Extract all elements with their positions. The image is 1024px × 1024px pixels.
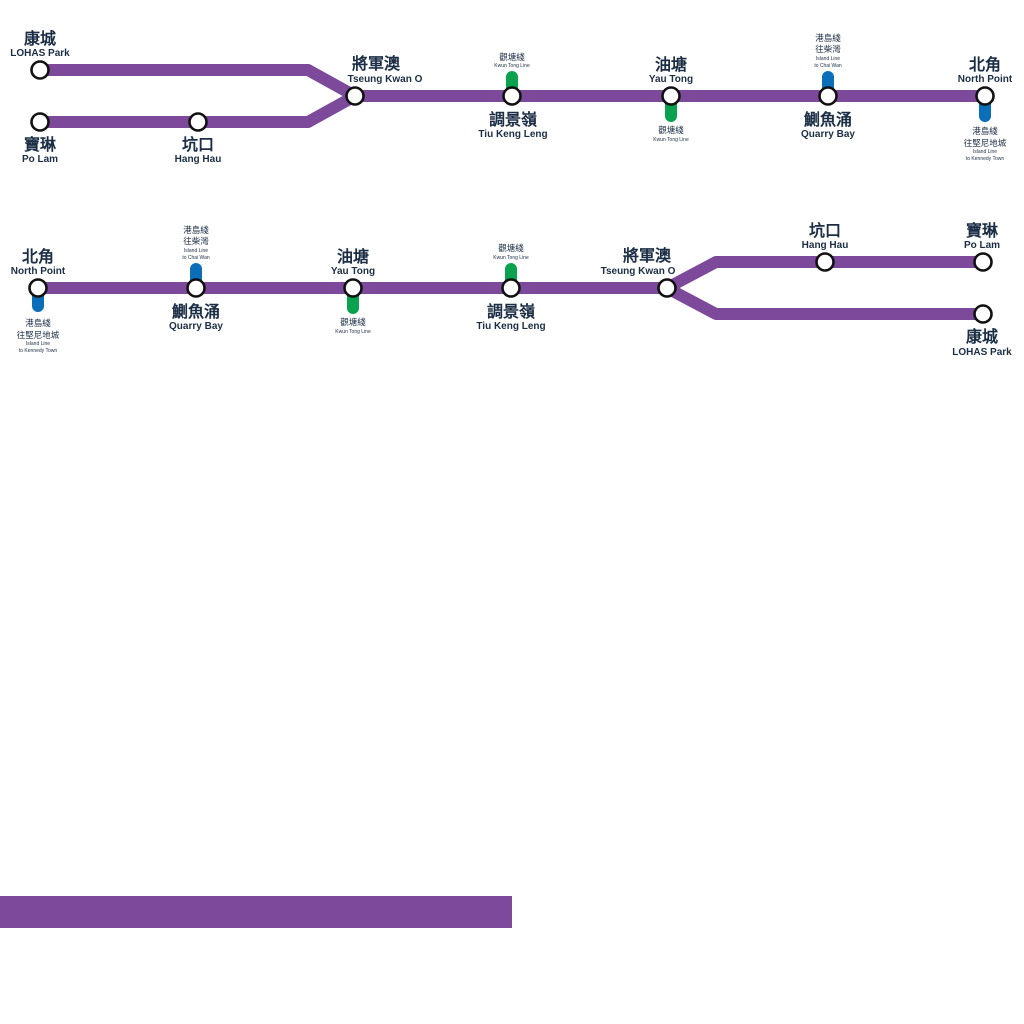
station-label-en: Yau Tong — [331, 266, 375, 277]
interchange-label-zh: 往柴灣 — [183, 236, 209, 247]
interchange-label-zh: 觀塘綫 — [498, 243, 524, 254]
interchange-label-en: Island Line — [973, 149, 997, 155]
station-label-en: Tseung Kwan O — [601, 266, 676, 277]
line-color-bar — [0, 896, 512, 928]
station-yau-tong[interactable] — [343, 278, 363, 298]
station-label-zh: 康城 — [24, 29, 56, 48]
station-tseung-kwan-o[interactable] — [657, 278, 677, 298]
station-quarry-bay[interactable] — [186, 278, 206, 298]
station-label-en: Po Lam — [22, 154, 58, 165]
station-lohas-park[interactable] — [973, 304, 993, 324]
station-label-en: LOHAS Park — [10, 48, 70, 59]
station-label-zh: 寶琳 — [966, 221, 999, 240]
station-label-en: Hang Hau — [175, 154, 222, 165]
station-north-point[interactable] — [975, 86, 995, 106]
station-label-zh: 北角 — [969, 55, 1001, 74]
interchange-label-en: to Kennedy Town — [966, 156, 1004, 162]
interchange-label-en: to Kennedy Town — [19, 348, 57, 354]
interchange-label-zh: 港島綫 — [25, 318, 51, 329]
station-north-point[interactable] — [28, 278, 48, 298]
interchange-label-zh: 觀塘綫 — [658, 125, 684, 136]
station-label-zh: 調景嶺 — [487, 302, 535, 321]
station-po-lam[interactable] — [30, 112, 50, 132]
station-tiu-keng-leng[interactable] — [502, 86, 522, 106]
interchange-label-zh: 港島綫 — [972, 126, 998, 137]
station-quarry-bay[interactable] — [818, 86, 838, 106]
diagram-westbound: 康城 LOHAS Park 寶琳 Po Lam 坑口 Hang Hau 將軍澳 … — [10, 29, 1013, 165]
station-label-zh: 鰂魚涌 — [803, 110, 852, 129]
station-label-en: Quarry Bay — [801, 129, 855, 140]
station-label-zh: 坑口 — [809, 221, 841, 240]
interchange-label-zh: 往柴灣 — [815, 44, 841, 55]
interchange-label-en: Island Line — [26, 341, 50, 347]
interchange-label-zh: 觀塘綫 — [499, 52, 525, 63]
interchange-label-zh: 往堅尼地城 — [964, 138, 1007, 149]
station-label-en: Hang Hau — [802, 240, 849, 251]
interchange-label-zh: 港島綫 — [815, 33, 841, 44]
station-label-en: Yau Tong — [649, 74, 693, 85]
interchange-label-zh: 港島綫 — [183, 225, 209, 236]
station-label-en: Tiu Keng Leng — [478, 129, 547, 140]
interchange-label-en: Kwun Tong Line — [653, 137, 689, 143]
station-po-lam[interactable] — [973, 252, 993, 272]
station-label-en: Tiu Keng Leng — [476, 321, 545, 332]
station-label-zh: 坑口 — [182, 135, 214, 154]
interchange-label-zh: 往堅尼地城 — [17, 330, 60, 341]
station-label-zh: 鰂魚涌 — [171, 302, 220, 321]
interchange-label-en: Kwun Tong Line — [493, 255, 529, 261]
station-tseung-kwan-o[interactable] — [345, 86, 365, 106]
interchange-label-en: Kwun Tong Line — [494, 63, 530, 69]
interchange-label-en: to Chai Wan — [182, 255, 210, 261]
station-label-zh: 油塘 — [337, 247, 369, 266]
station-label-en: Tseung Kwan O — [348, 74, 423, 85]
tko-line-branch-po-lam — [664, 256, 983, 294]
station-label-en: North Point — [958, 74, 1013, 85]
tko-line-branch-lohas — [664, 282, 983, 320]
station-label-zh: 康城 — [966, 327, 998, 346]
station-tiu-keng-leng[interactable] — [501, 278, 521, 298]
station-yau-tong[interactable] — [661, 86, 681, 106]
tko-line-branch-lohas — [40, 64, 358, 102]
station-hang-hau[interactable] — [815, 252, 835, 272]
station-hang-hau[interactable] — [188, 112, 208, 132]
station-label-zh: 將軍澳 — [352, 54, 401, 73]
station-label-zh: 將軍澳 — [623, 246, 672, 265]
diagram-eastbound: 北角 North Point 鰂魚涌 Quarry Bay 油塘 Yau Ton… — [11, 221, 1012, 358]
tko-line-branch-po-lam — [40, 90, 358, 128]
station-label-zh: 寶琳 — [24, 135, 57, 154]
station-label-zh: 油塘 — [655, 55, 687, 74]
interchange-label-zh: 觀塘綫 — [340, 317, 366, 328]
station-label-en: LOHAS Park — [952, 347, 1012, 358]
station-label-zh: 北角 — [22, 247, 54, 266]
station-label-en: North Point — [11, 266, 66, 277]
interchange-label-en: to Chai Wan — [814, 63, 842, 69]
station-label-zh: 調景嶺 — [489, 110, 537, 129]
interchange-label-en: Island Line — [184, 248, 208, 254]
interchange-label-en: Kwun Tong Line — [335, 329, 371, 335]
interchange-label-en: Island Line — [816, 56, 840, 62]
station-lohas-park[interactable] — [30, 60, 50, 80]
station-label-en: Po Lam — [964, 240, 1000, 251]
station-label-en: Quarry Bay — [169, 321, 223, 332]
